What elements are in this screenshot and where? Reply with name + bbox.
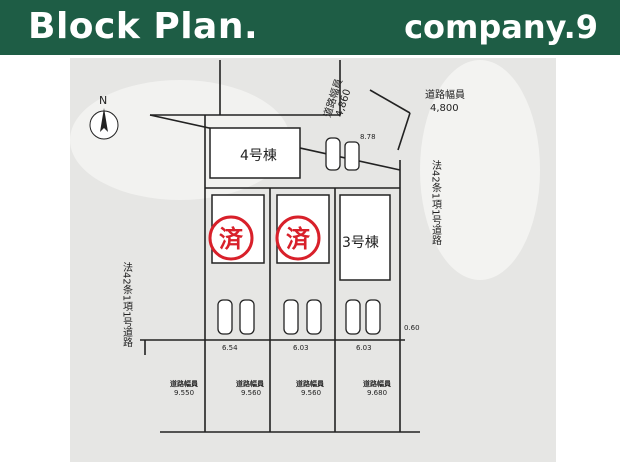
frontage-2: 6.03 bbox=[293, 344, 309, 352]
road-top-right-label: 道路幅員 bbox=[425, 88, 465, 101]
block-plan: N 4号棟 3号棟 済 済 6.54 bbox=[70, 58, 556, 462]
compass-north-label: N bbox=[99, 94, 107, 107]
corner-length: 8.78 bbox=[360, 133, 376, 141]
page-title: Block Plan. bbox=[28, 6, 259, 47]
bottom-road-4-label: 道路幅員 bbox=[363, 379, 392, 388]
building-3-label: 3号棟 bbox=[342, 235, 379, 251]
legal-road-left: 法42条1項1号道路 bbox=[121, 261, 133, 348]
building-3 bbox=[339, 194, 391, 281]
bottom-road-2-label: 道路幅員 bbox=[236, 379, 265, 388]
plan-diagram: N 4号棟 3号棟 済 済 6.54 bbox=[70, 58, 556, 462]
bottom-road-3-value: 9.560 bbox=[301, 389, 321, 397]
building-4-label: 4号棟 bbox=[240, 148, 277, 164]
sold-stamp-2: 済 bbox=[275, 215, 321, 261]
legal-road-right: 法42条1項1号道路 bbox=[430, 159, 442, 246]
parking-cars bbox=[217, 137, 381, 335]
header-banner: Block Plan. company.9 bbox=[0, 0, 620, 55]
bottom-road-4-value: 9.680 bbox=[367, 389, 387, 397]
bottom-road-2-value: 9.560 bbox=[241, 389, 261, 397]
company-name: company.9 bbox=[404, 8, 598, 46]
svg-text:済: 済 bbox=[286, 225, 311, 253]
frontage-4: 0.60 bbox=[404, 324, 420, 332]
building-4 bbox=[209, 127, 301, 179]
sold-stamp-1: 済 bbox=[208, 215, 254, 261]
bottom-road-1-label: 道路幅員 bbox=[170, 379, 199, 388]
road-top-right-value: 4,800 bbox=[430, 103, 459, 114]
bottom-road-1-value: 9.550 bbox=[174, 389, 194, 397]
svg-text:済: 済 bbox=[219, 225, 244, 253]
bottom-road-3-label: 道路幅員 bbox=[296, 379, 325, 388]
compass-icon: N bbox=[89, 94, 119, 140]
frontage-3: 6.03 bbox=[356, 344, 372, 352]
frontage-1: 6.54 bbox=[222, 344, 238, 352]
